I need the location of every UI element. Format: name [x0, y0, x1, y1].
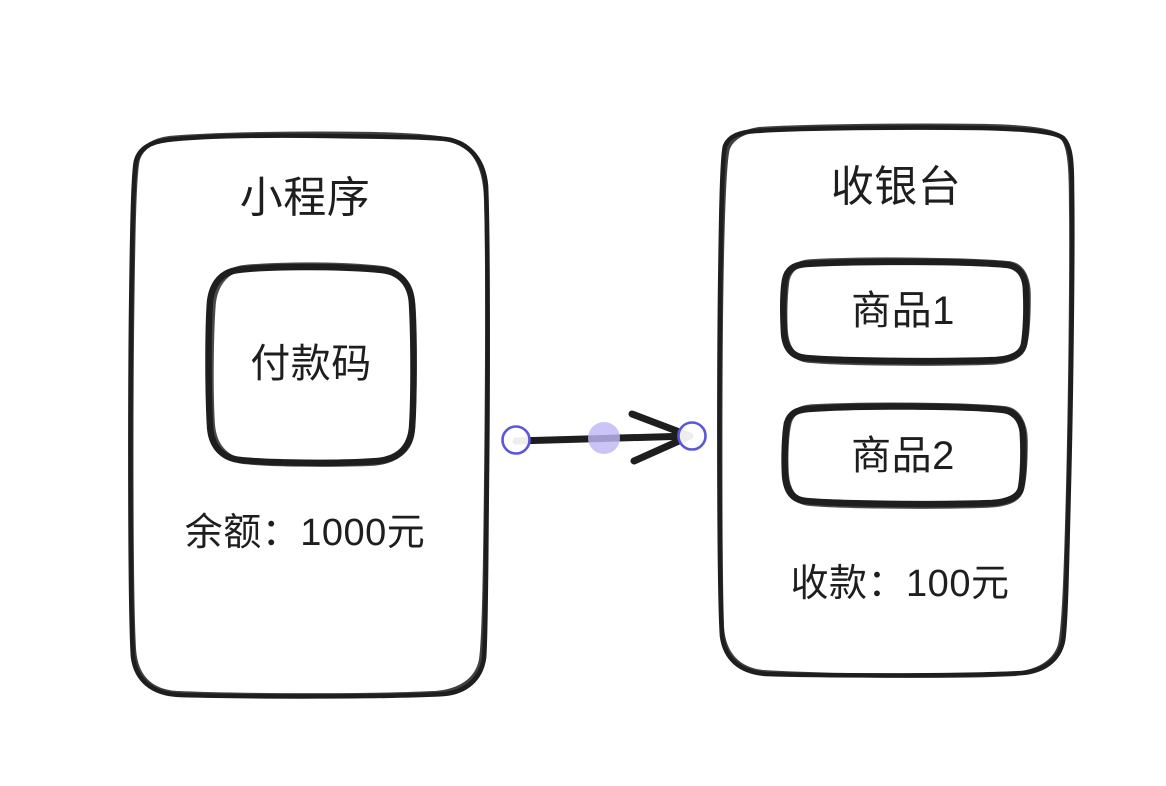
payment-code-box-overdraw: [208, 262, 417, 467]
left-card-outline-overdraw: [129, 131, 490, 698]
right-card-title[interactable]: 收银台: [830, 163, 962, 212]
item-box-1-shape[interactable]: [780, 257, 1031, 366]
right-card-hit-area[interactable]: [720, 126, 1072, 676]
right-card-shape[interactable]: [717, 123, 1075, 678]
left-card-hit-area[interactable]: [131, 134, 487, 696]
item-box-2-shape[interactable]: [781, 402, 1028, 509]
midpoint-handle[interactable]: [588, 422, 620, 454]
payment-code-box-shape[interactable]: [205, 262, 417, 467]
left-card-shape[interactable]: [128, 131, 490, 699]
item-box-2-overdraw: [782, 402, 1028, 509]
start-handle[interactable]: [501, 425, 531, 455]
end-handle[interactable]: [677, 421, 707, 451]
right-card-amount[interactable]: 收款：100元: [790, 563, 1010, 606]
connector-arrow[interactable]: [501, 410, 707, 465]
right-card-outline-overdraw: [718, 123, 1074, 678]
left-card-title[interactable]: 小程序: [239, 174, 371, 223]
item-box-1-overdraw: [781, 257, 1031, 366]
left-card-amount[interactable]: 余额：1000元: [184, 512, 426, 555]
item-box-1-label[interactable]: 商品1: [851, 289, 955, 333]
payment-code-box-label[interactable]: 付款码: [250, 342, 372, 386]
item-box-2-label[interactable]: 商品2: [851, 434, 955, 478]
